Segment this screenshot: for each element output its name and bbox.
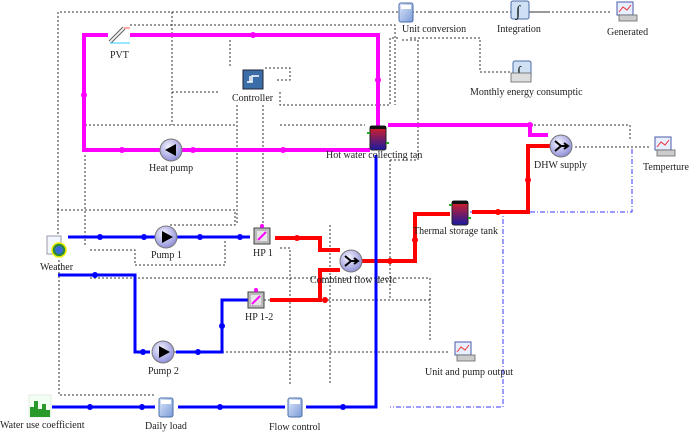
label-hp-1: HP 1: [253, 248, 273, 259]
daily-load-calculator-icon[interactable]: [158, 397, 174, 418]
control-link[interactable]: [402, 39, 419, 110]
hot-water-tank-icon[interactable]: [367, 125, 389, 151]
control-link[interactable]: [280, 247, 291, 385]
label-weather: Weather: [40, 262, 74, 273]
flow-markers: [81, 32, 533, 410]
label-pump-1: Pump 1: [151, 250, 182, 261]
weather-icon[interactable]: [46, 235, 67, 258]
flow-control-calculator-icon[interactable]: [287, 397, 303, 418]
svg-text:∫: ∫: [515, 4, 522, 20]
label-temperture: Temperture: [643, 162, 689, 173]
pump-1-icon[interactable]: [154, 225, 178, 249]
pipe-flow-to-tank[interactable]: [306, 155, 378, 409]
dhw-signal-links: [390, 147, 633, 408]
label-pump-2: Pump 2: [148, 366, 179, 377]
heat-pump-icon[interactable]: [159, 138, 183, 162]
signal-link[interactable]: [530, 147, 633, 213]
pump-2-icon[interactable]: [151, 340, 175, 364]
signal-link[interactable]: [390, 211, 504, 408]
integration-icon[interactable]: ∫: [510, 0, 530, 20]
thermal-storage-tank-icon[interactable]: [449, 200, 471, 226]
control-links: [55, 11, 650, 396]
controller-icon[interactable]: [242, 69, 264, 90]
control-link[interactable]: [58, 260, 155, 396]
label-daily-load: Daily load: [145, 421, 187, 432]
combined-flow-mixer-icon[interactable]: [339, 249, 363, 273]
control-link[interactable]: [279, 37, 400, 106]
hp-1-2-unit-icon[interactable]: [247, 288, 265, 309]
pipe-pvt-to-tank[interactable]: [130, 33, 380, 128]
label-generated: Generated: [607, 27, 649, 38]
control-link[interactable]: [90, 240, 226, 266]
label-unit-pump-output: Unit and pump output: [425, 367, 514, 378]
water-use-profile-icon[interactable]: [28, 394, 52, 418]
pipe-pump2-to-hp12[interactable]: [176, 298, 248, 354]
monthly-energy-printer-icon[interactable]: ∫: [510, 60, 532, 83]
control-link[interactable]: [55, 209, 236, 226]
label-combined-flow: Combined flow devic: [310, 275, 397, 286]
unit-conversion-icon[interactable]: [398, 2, 414, 23]
svg-text:∫: ∫: [516, 65, 522, 80]
control-link[interactable]: [240, 299, 431, 340]
unit-pump-output-plotter-icon[interactable]: [454, 341, 476, 362]
generated-plotter-icon[interactable]: [616, 1, 638, 22]
control-link[interactable]: [90, 277, 431, 300]
label-hot-water-tank: Hot water collecting tan: [326, 150, 423, 161]
pipe-storage-to-dhw[interactable]: [472, 144, 550, 214]
pvt-collector-icon[interactable]: [108, 26, 130, 44]
hp-1-unit-icon[interactable]: [253, 224, 271, 245]
label-integration: Integration: [497, 24, 541, 35]
pipe-weather-to-pump2[interactable]: [58, 273, 150, 354]
label-unit-conversion: Unit conversion: [402, 24, 467, 35]
label-thermal-storage: Thermal storage tank: [413, 226, 498, 237]
pipe-hp12-to-mixer[interactable]: [270, 268, 340, 302]
label-monthly-energy: Monthly energy consumptic: [470, 87, 583, 98]
label-hp-1-2: HP 1-2: [245, 312, 274, 323]
label-heat-pump: Heat pump: [149, 163, 194, 174]
label-water-use: Water use coefficient: [0, 420, 85, 431]
control-link[interactable]: [130, 24, 396, 40]
label-controller: Controller: [232, 93, 274, 104]
label-dhw-supply: DHW supply: [534, 160, 587, 171]
dhw-supply-diverter-icon[interactable]: [549, 134, 573, 158]
label-pvt: PVT: [110, 50, 129, 61]
temperture-plotter-icon[interactable]: [654, 136, 676, 157]
control-link[interactable]: [265, 67, 291, 81]
control-link[interactable]: [390, 124, 631, 140]
pipe-tank-to-dhw[interactable]: [388, 123, 548, 137]
control-link[interactable]: [410, 37, 510, 73]
label-flow-control: Flow control: [269, 422, 321, 433]
